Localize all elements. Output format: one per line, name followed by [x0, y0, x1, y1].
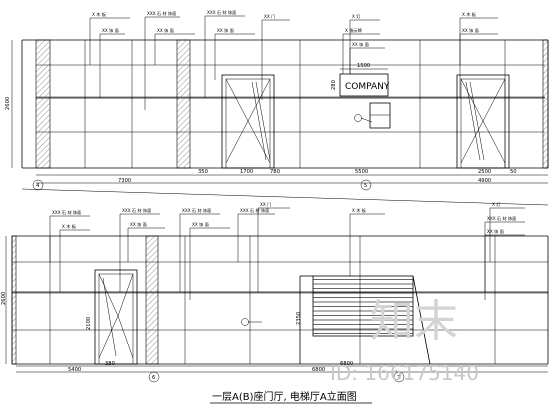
top-dim-1: 350: [198, 169, 208, 175]
top-material-labels: X 木 板 XX 饰 面 XXX 石 材 饰面 XX 饰 面 XXX 石 材 饰…: [89, 9, 498, 110]
bottom-dim-small: 380: [105, 361, 115, 367]
company-sign-text: COMPANY: [345, 82, 390, 92]
watermark-logo: 知末: [370, 296, 458, 347]
column-hatch: [542, 39, 549, 169]
bottom-dim-1: 5400: [68, 367, 81, 373]
svg-text:X 木 板: X 木 板: [62, 223, 77, 230]
sign-height: 280: [331, 80, 337, 90]
column-hatch: [176, 39, 191, 169]
info-box: [369, 102, 391, 129]
column-hatch: [145, 235, 159, 365]
svg-text:X 木 板: X 木 板: [352, 207, 367, 214]
bottom-dim-3: 6800: [312, 367, 325, 373]
svg-text:XX 饰 面: XX 饰 面: [130, 221, 147, 228]
svg-text:XX 饰 面: XX 饰 面: [217, 27, 234, 34]
svg-text:XXX 石 材 饰面: XXX 石 材 饰面: [240, 207, 269, 214]
top-overall-1: 7300: [118, 178, 131, 184]
top-dim-5: 2500: [478, 169, 491, 175]
bottom-elevation: 2600 2100 2350 380 5400 6800 6800 6 7 XX…: [1, 201, 549, 383]
top-elevation: COMPANY 1500 280 2600 350 1700 780 5500 …: [5, 9, 549, 206]
svg-text:X 灯: X 灯: [492, 201, 501, 208]
svg-text:XX 饰 面: XX 饰 面: [192, 221, 209, 228]
detail-callout: [241, 318, 249, 326]
top-height-dim: 2600: [5, 97, 11, 110]
bottom-height-dim: 2600: [1, 292, 7, 305]
svg-text:XXX 石 材 饰面: XXX 石 材 饰面: [487, 215, 516, 222]
axis-4: 4: [36, 183, 40, 189]
top-overall-2: 4900: [478, 178, 491, 184]
svg-text:XXX 石 材 饰面: XXX 石 材 饰面: [207, 9, 236, 16]
svg-text:XX 门: XX 门: [260, 201, 271, 208]
top-dim-4: 5500: [355, 169, 368, 175]
sign-width: 1500: [357, 63, 370, 69]
svg-text:XX 饰 面: XX 饰 面: [462, 27, 479, 34]
watermark-id: ID: 166175140: [330, 361, 479, 385]
svg-text:XX 饰 面: XX 饰 面: [157, 27, 174, 34]
svg-text:XX 饰 面: XX 饰 面: [102, 27, 119, 34]
bottom-dim-2: 6800: [340, 361, 353, 367]
svg-text:X 木 板: X 木 板: [462, 11, 477, 18]
drawing-title: 一层A(B)座门厅, 电梯厅A立面图: [212, 390, 357, 403]
company-sign-box: [339, 73, 389, 97]
door-left: [221, 74, 275, 169]
column-hatch: [11, 235, 17, 365]
door-bottom: [94, 269, 138, 365]
svg-text:XX 门: XX 门: [264, 13, 275, 20]
svg-text:X 灯: X 灯: [352, 13, 361, 20]
panel-height-dim: 2350: [296, 312, 302, 325]
svg-text:XXX 石 材 饰面: XXX 石 材 饰面: [182, 207, 211, 214]
top-dim-3: 780: [270, 169, 280, 175]
door-right: [456, 74, 510, 169]
column-hatch: [35, 39, 51, 169]
svg-text:XXX 石 材 饰面: XXX 石 材 饰面: [122, 207, 151, 214]
detail-callout: [354, 114, 362, 122]
axis-7: 7: [397, 375, 400, 381]
svg-text:X 木 板: X 木 板: [92, 11, 107, 18]
door-height-dim: 2100: [86, 317, 92, 330]
axis-6: 6: [152, 375, 155, 381]
top-dim-6: 50: [510, 169, 517, 175]
svg-text:XX 饰 面: XX 饰 面: [487, 228, 504, 235]
svg-text:XX 饰 面: XX 饰 面: [352, 41, 369, 48]
elevator-panel: [299, 275, 431, 365]
svg-text:XXX 石 材 饰面: XXX 石 材 饰面: [52, 209, 81, 216]
bottom-material-labels: XXX 石 材 饰面 X 木 板 XXX 石 材 饰面 XX 饰 面 XXX 石…: [49, 201, 525, 300]
svg-text:XXX 石 材 饰面: XXX 石 材 饰面: [147, 10, 176, 17]
axis-5: 5: [364, 183, 367, 189]
svg-text:X 指示牌: X 指示牌: [345, 27, 362, 34]
top-dim-2: 1700: [240, 169, 253, 175]
